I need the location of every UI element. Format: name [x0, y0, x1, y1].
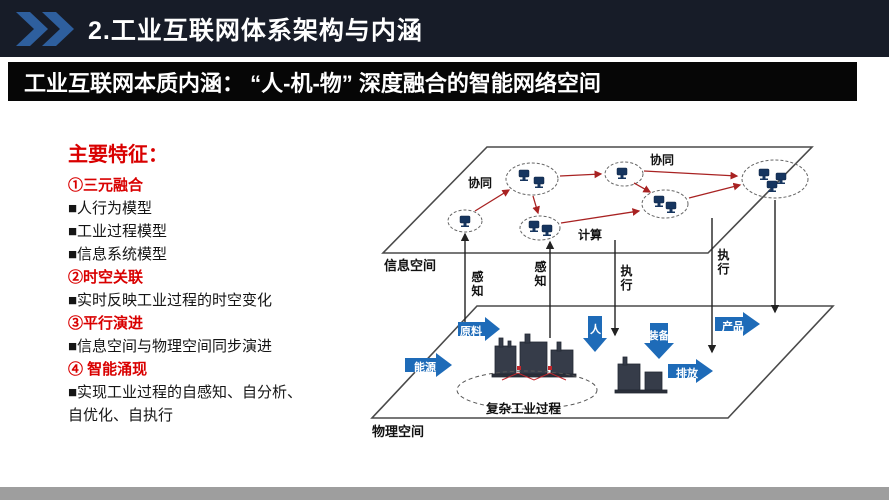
physical-space-label: 物理空间: [372, 424, 425, 439]
slide-header: 2.工业互联网体系架构与内涵: [0, 0, 889, 57]
feature-item: ■人行为模型: [68, 200, 153, 217]
feature-item: ■信息系统模型: [68, 246, 168, 263]
process-connections: [501, 366, 567, 381]
execute-label: 执行: [717, 248, 730, 276]
banner: 工业互联网本质内涵： “人-机-物” 深度融合的智能网络空间: [8, 62, 857, 101]
factory-equipment-right: [614, 356, 668, 394]
equipment-label: 装备: [648, 330, 669, 342]
process-ellipse: [456, 370, 598, 410]
features-list: ①三元融合 ■人行为模型 ■工业过程模型 ■信息系统模型 ②时空关联 ■实时反映…: [68, 174, 303, 427]
feature-item: ■工业过程模型: [68, 223, 168, 240]
banner-title: 工业互联网本质内涵： “人-机-物” 深度融合的智能网络空间: [24, 70, 601, 96]
execute-label: 执行: [620, 264, 633, 292]
features-heading: 主要特征：: [68, 144, 168, 166]
energy-label: 能源: [414, 362, 436, 374]
product-label: 产品: [722, 321, 744, 333]
page-title: 2.工业互联网体系架构与内涵: [88, 16, 423, 45]
emission-arrow: [668, 359, 713, 383]
process-label: 复杂工业过程: [486, 402, 562, 416]
compute-label: 计算: [578, 228, 603, 242]
equipment-arrow: [644, 323, 674, 359]
collaboration-arrows: [474, 170, 742, 224]
double-chevron-icon: [16, 11, 74, 46]
flow-arrows: [405, 312, 760, 383]
cyber-physical-diagram: 信息空间 物理空间 协同 协同 计算 感知 感知 执行 执行 能源 原料 人 装…: [362, 122, 862, 467]
feature-item: ■实现工业过程的自感知、自分析、自优化、自执行: [68, 384, 303, 424]
human-label: 人: [590, 324, 601, 336]
material-label: 原料: [460, 326, 482, 338]
information-space-plane: [381, 146, 814, 254]
diagram-canvas: [370, 146, 835, 419]
energy-arrow: [405, 353, 452, 377]
info-space-label: 信息空间: [384, 258, 437, 273]
material-arrow: [458, 317, 500, 341]
product-arrow: [715, 312, 760, 336]
compute-node-clusters: [447, 159, 809, 241]
feature-item: ④ 智能涌现: [68, 361, 148, 378]
feature-item: ①三元融合: [68, 177, 144, 194]
emission-label: 排放: [676, 368, 698, 380]
feature-item: ③平行演进: [68, 315, 144, 332]
factory-equipment-left: [491, 333, 577, 378]
feature-item: ■信息空间与物理空间同步演进: [68, 338, 273, 355]
feature-item: ■实时反映工业过程的时空变化: [68, 292, 273, 309]
bottom-frame: [0, 487, 889, 500]
human-arrow: [583, 316, 607, 352]
perceive-label: 感知: [534, 260, 547, 288]
feature-item: ②时空关联: [68, 269, 144, 286]
collaboration-label: 协同: [650, 153, 675, 167]
perceive-label: 感知: [471, 270, 484, 298]
plane-link-lines: [460, 200, 780, 354]
collaboration-label: 协同: [468, 176, 493, 190]
